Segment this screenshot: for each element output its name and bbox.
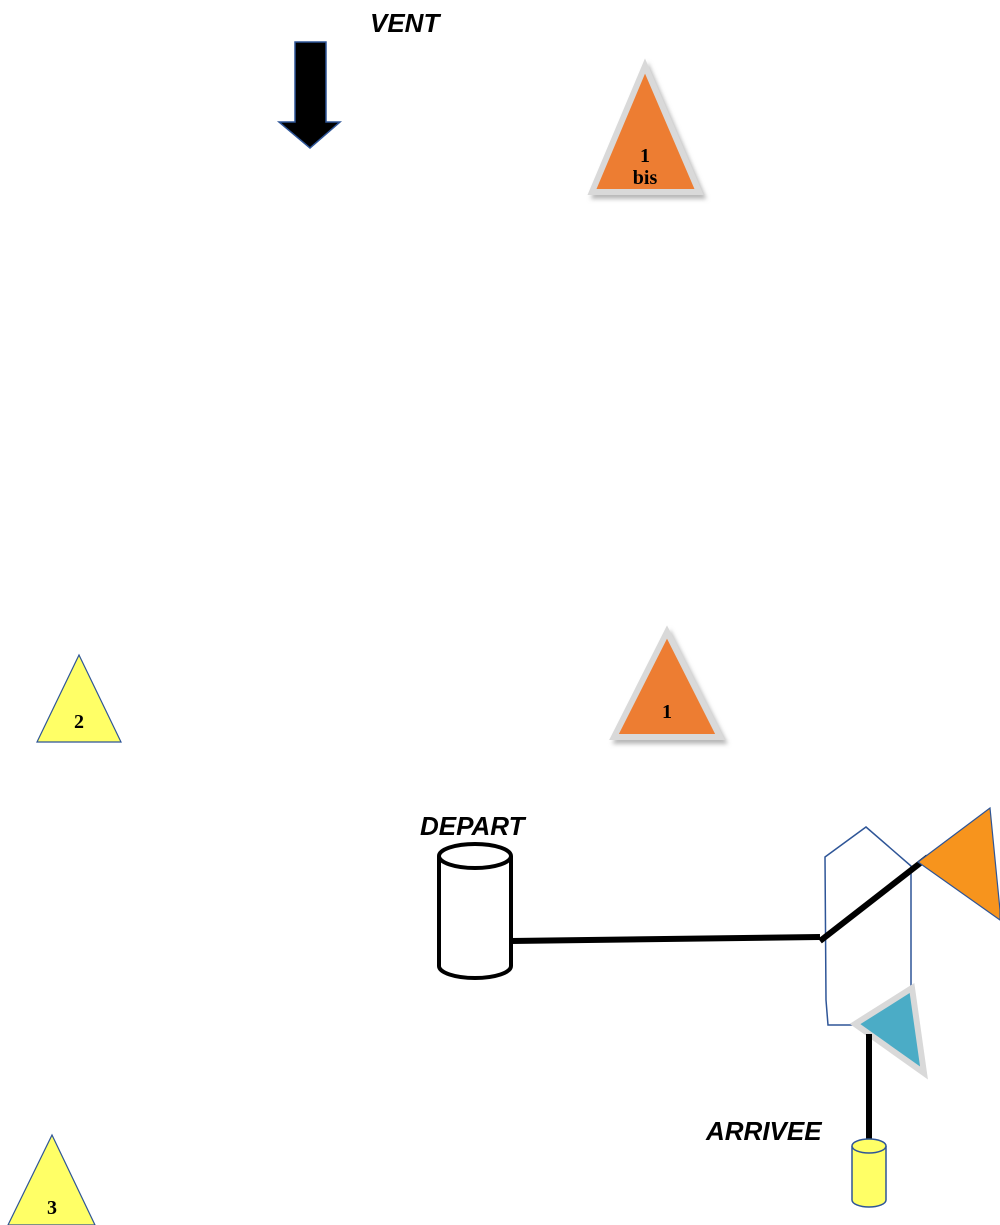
mark-2-number: 2 <box>74 711 84 733</box>
start-line-to-committee <box>818 854 930 944</box>
wind-arrow-icon <box>276 41 343 149</box>
start-line-segment <box>511 537 820 541</box>
mark-1-bis: 1 bis <box>587 58 704 195</box>
mark-3-number: 3 <box>47 1197 57 1219</box>
finish-flag-icon <box>849 982 928 1080</box>
mark-1: 1 <box>609 625 725 740</box>
wind-label: VENT <box>370 8 441 38</box>
start-buoy-icon <box>437 842 513 980</box>
finish-label: ARRIVEE <box>705 1116 822 1146</box>
start-line-path <box>511 537 928 857</box>
finish-buoy-icon <box>851 1138 887 1208</box>
start-line-main <box>510 934 821 944</box>
start-label: DEPART <box>420 811 527 841</box>
mark-3: 3 <box>7 1133 96 1225</box>
mark-2: 2 <box>36 653 122 743</box>
committee-flag-icon <box>916 806 1000 921</box>
mark-1-bis-number: 1 <box>640 145 650 167</box>
mark-1-bis-suffix: bis <box>633 167 658 189</box>
mark-1-number: 1 <box>662 701 672 723</box>
